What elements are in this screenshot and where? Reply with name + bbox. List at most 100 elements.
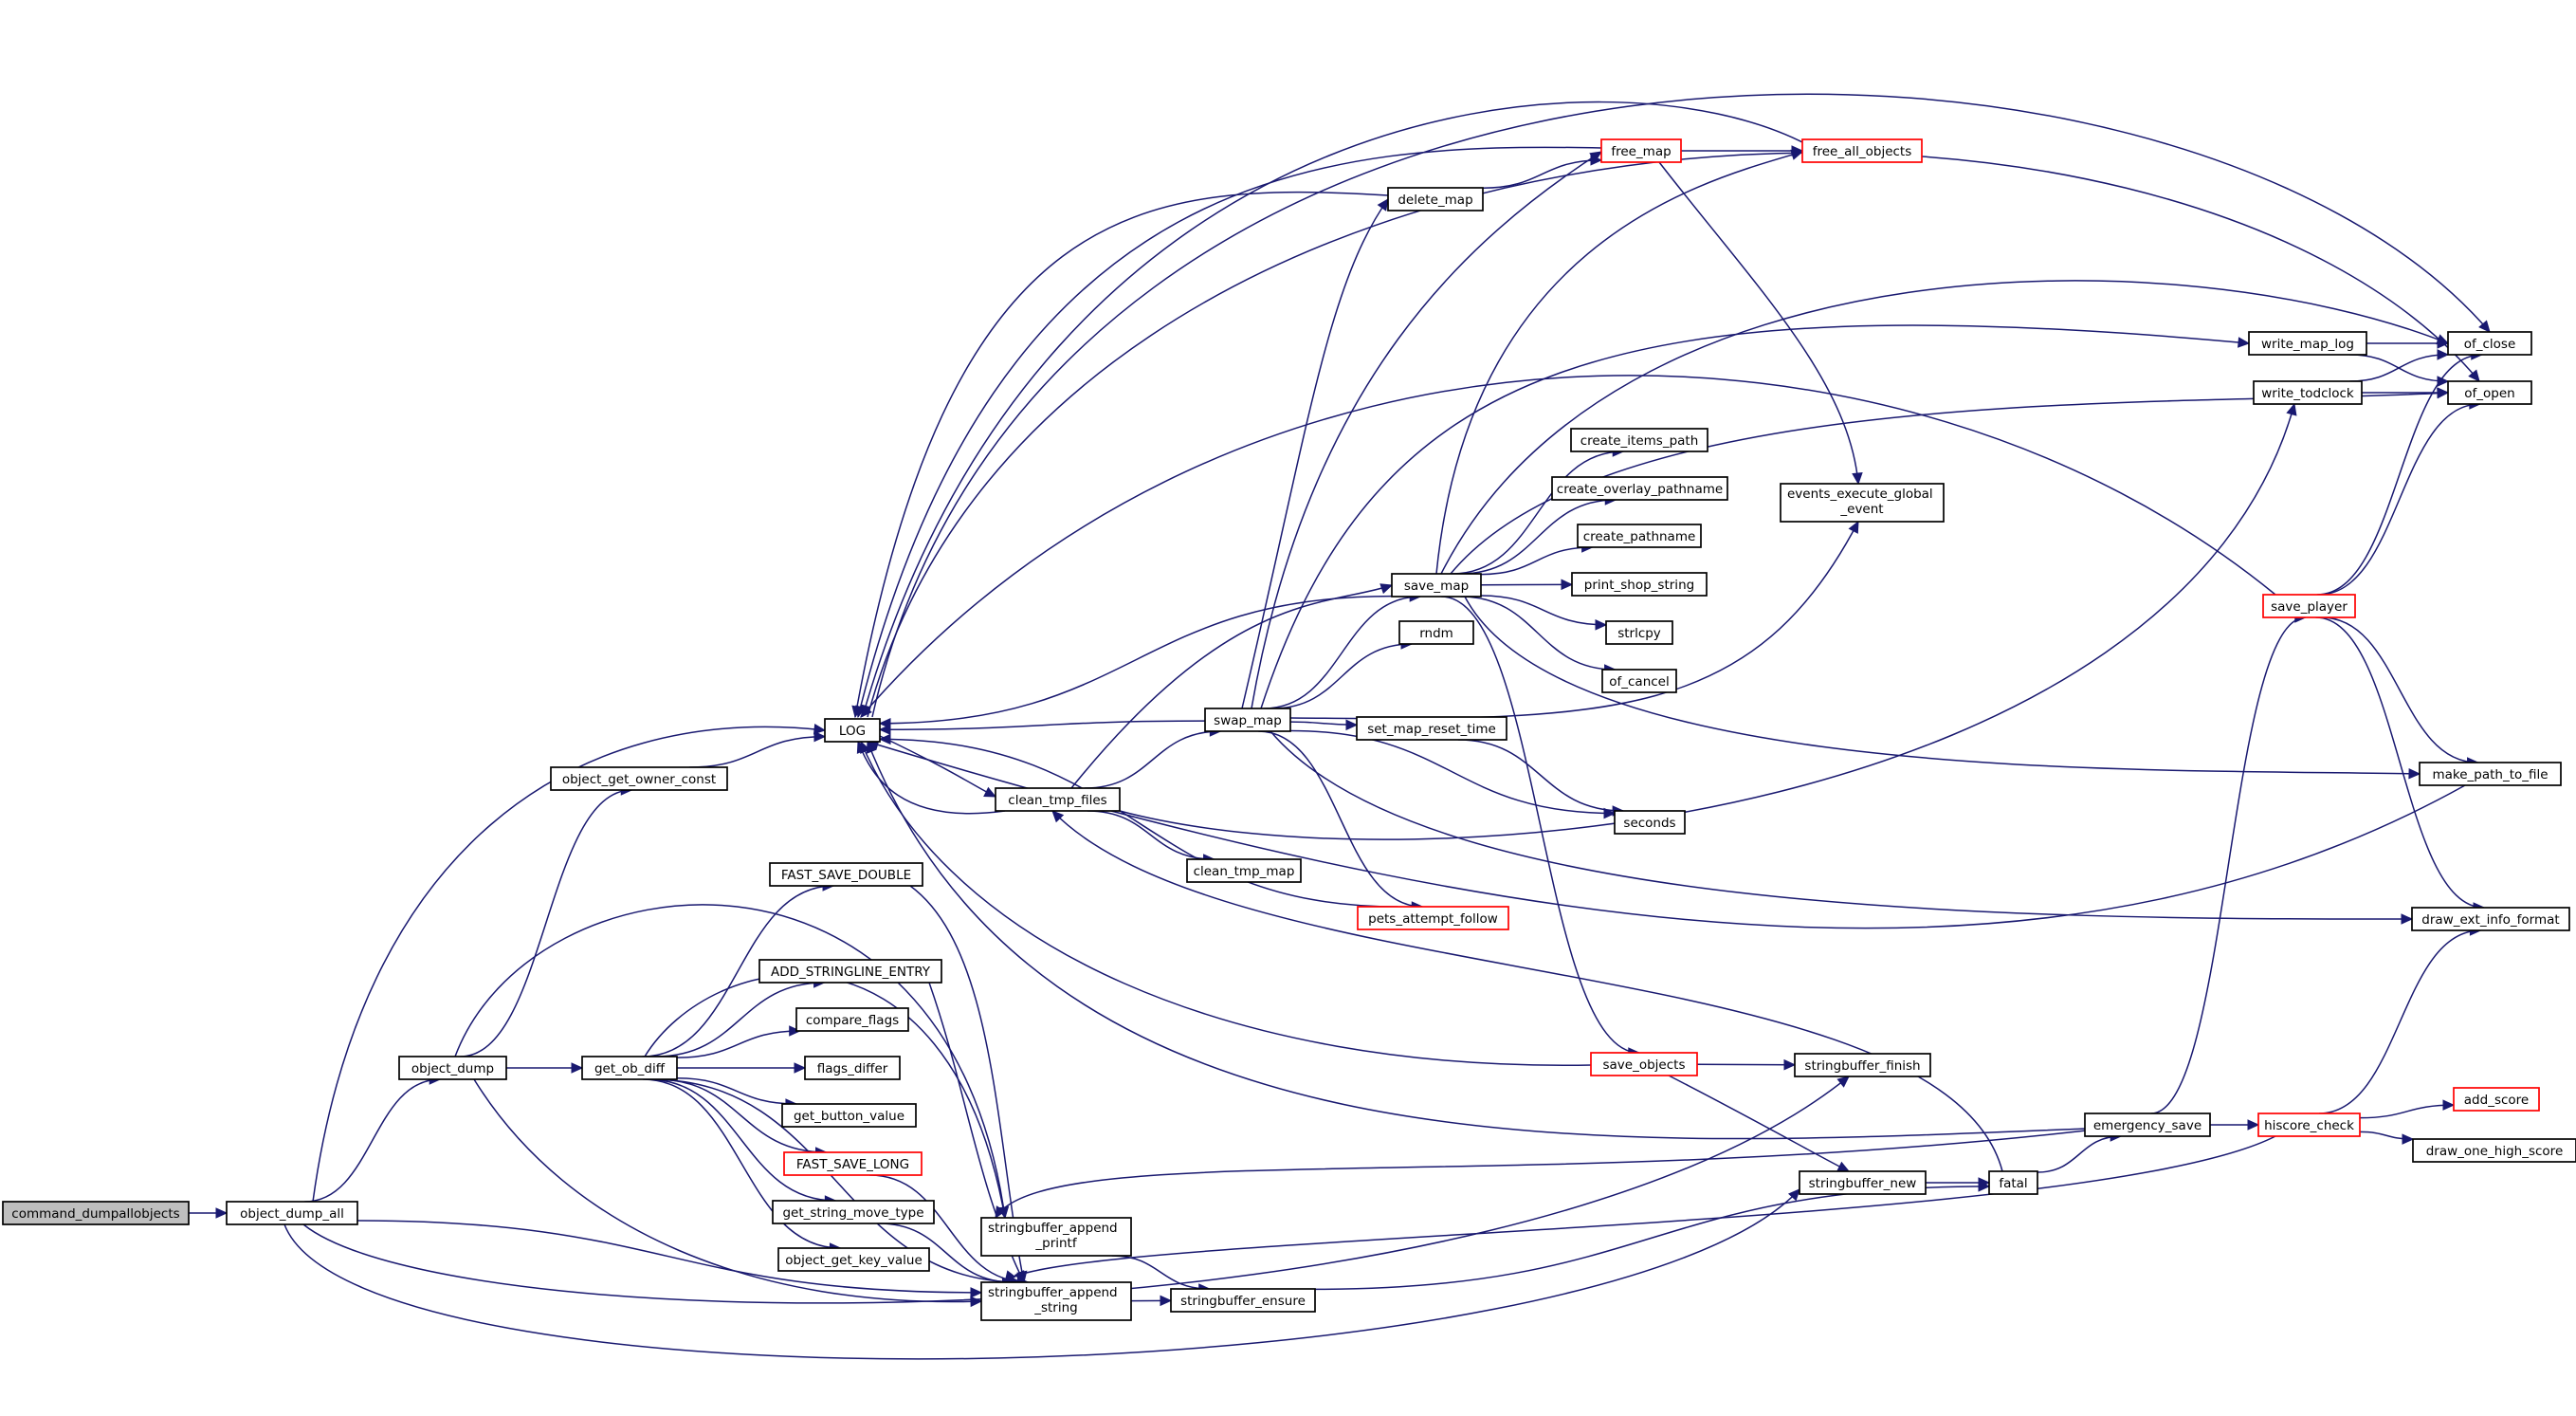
- edge-object-get-owner-const-to-LOG: [688, 730, 827, 768]
- edge-get-ob-diff-to-compare-flags: [676, 1025, 801, 1058]
- node-clean-tmp-files[interactable]: clean_tmp_files: [995, 787, 1121, 812]
- node-FAST-SAVE-DOUBLE[interactable]: FAST_SAVE_DOUBLE: [769, 862, 923, 887]
- edge-arrowhead: [2437, 349, 2450, 360]
- node-object-dump[interactable]: object_dump: [398, 1056, 507, 1080]
- node-clean-tmp-map[interactable]: clean_tmp_map: [1186, 858, 1302, 883]
- node-get-string-move-type[interactable]: get_string_move_type: [772, 1200, 935, 1224]
- node-of-open[interactable]: of_open: [2447, 380, 2532, 405]
- node-create-overlay-pathname[interactable]: create_overlay_pathname: [1551, 476, 1728, 501]
- node-get-ob-diff[interactable]: get_ob_diff: [581, 1056, 678, 1080]
- node-add-score[interactable]: add_score: [2453, 1087, 2540, 1112]
- edge-arrowhead: [983, 786, 997, 798]
- node-events-execute-global-event[interactable]: events_execute_global_event: [1780, 483, 1945, 523]
- node-ADD-STRINGLINE-ENTRY[interactable]: ADD_STRINGLINE_ENTRY: [758, 959, 942, 984]
- node-command-dumpallobjects[interactable]: command_dumpallobjects: [2, 1201, 190, 1225]
- edge-line: [860, 741, 1592, 1067]
- node-stringbuffer-new[interactable]: stringbuffer_new: [1799, 1170, 1927, 1195]
- node-flags-differ[interactable]: flags_differ: [804, 1056, 901, 1080]
- edge-arrowhead: [2408, 767, 2421, 780]
- edge-stringbuffer-new-to-fatal: [1926, 1177, 1991, 1188]
- edge-line: [867, 152, 2480, 718]
- node-fatal[interactable]: fatal: [1988, 1170, 2038, 1195]
- edge-object-dump-all-to-stringbuffer-finish: [302, 1076, 1850, 1304]
- node-label: of_close: [2464, 337, 2516, 352]
- edge-emergency-save-to-LOG: [866, 740, 2087, 1140]
- node-draw-ext-info-format[interactable]: draw_ext_info_format: [2411, 907, 2570, 931]
- node-create-pathname[interactable]: create_pathname: [1577, 524, 1702, 548]
- node-label: draw_ext_info_format: [2421, 912, 2559, 928]
- node-label: of_open: [2464, 386, 2514, 401]
- node-label: create_overlay_pathname: [1557, 482, 1723, 497]
- edge-line: [1289, 521, 1859, 720]
- node-box: [2411, 907, 2570, 931]
- node-free-map[interactable]: free_map: [1600, 138, 1682, 163]
- node-stringbuffer-append-printf[interactable]: stringbuffer_append_printf: [980, 1217, 1132, 1257]
- node-label: create_pathname: [1583, 529, 1696, 544]
- node-box: [1570, 428, 1708, 452]
- edge-free-map-to-free-all-objects: [1681, 145, 1804, 156]
- edge-arrowhead: [2247, 1119, 2260, 1131]
- node-of-close[interactable]: of_close: [2447, 331, 2532, 356]
- node-strlcpy[interactable]: strlcpy: [1605, 620, 1673, 645]
- node-write-map-log[interactable]: write_map_log: [2248, 331, 2367, 356]
- node-box: [1387, 187, 1484, 211]
- node-label: stringbuffer_append: [988, 1221, 1118, 1236]
- node-label: save_player: [2271, 599, 2348, 615]
- node-set-map-reset-time[interactable]: set_map_reset_time: [1356, 716, 1507, 741]
- node-label: pets_attempt_follow: [1368, 911, 1498, 927]
- node-object-get-owner-const[interactable]: object_get_owner_const: [550, 766, 728, 791]
- edge-line: [2318, 403, 2480, 596]
- node-create-items-path[interactable]: create_items_path: [1570, 428, 1708, 452]
- edge-delete-map-to-LOG: [851, 191, 1389, 719]
- edge-save-map-to-free-all-objects: [1435, 149, 1804, 575]
- node-emergency-save[interactable]: emergency_save: [2084, 1113, 2211, 1137]
- node-get-button-value[interactable]: get_button_value: [781, 1103, 917, 1128]
- node-of-cancel[interactable]: of_cancel: [1601, 669, 1677, 693]
- node-save-objects[interactable]: save_objects: [1590, 1052, 1698, 1076]
- edge-line: [676, 1077, 796, 1105]
- node-label: stringbuffer_new: [1809, 1176, 1917, 1191]
- edge-swap-map-to-delete-map: [1241, 198, 1389, 709]
- edge-arrowhead: [1836, 1161, 1851, 1172]
- edge-arrowhead: [1379, 583, 1394, 595]
- edge-get-ob-diff-to-get-button-value: [676, 1077, 798, 1110]
- node-box: [781, 1103, 917, 1128]
- node-label: make_path_to_file: [2432, 767, 2548, 782]
- node-pets-attempt-follow[interactable]: pets_attempt_follow: [1357, 906, 1509, 930]
- edge-save-map-to-print-shop-string: [1480, 579, 1574, 591]
- node-print-shop-string[interactable]: print_shop_string: [1571, 572, 1708, 597]
- node-box: [1794, 1053, 1931, 1077]
- node-write-todclock[interactable]: write_todclock: [2253, 380, 2363, 405]
- node-box: [783, 1151, 923, 1176]
- node-draw-one-high-score[interactable]: draw_one_high_score: [2412, 1138, 2576, 1163]
- edge-line: [862, 101, 1807, 717]
- node-FAST-SAVE-LONG[interactable]: FAST_SAVE_LONG: [783, 1151, 923, 1176]
- node-box: [2262, 594, 2356, 618]
- node-compare-flags[interactable]: compare_flags: [795, 1007, 909, 1032]
- node-stringbuffer-ensure[interactable]: stringbuffer_ensure: [1170, 1288, 1316, 1313]
- node-seconds[interactable]: seconds: [1614, 810, 1686, 835]
- node-box: [581, 1056, 678, 1080]
- edge-line: [1085, 730, 1221, 789]
- node-LOG[interactable]: LOG: [824, 718, 881, 743]
- node-object-dump-all[interactable]: object_dump_all: [226, 1201, 358, 1225]
- node-object-get-key-value[interactable]: object_get_key_value: [777, 1247, 930, 1272]
- node-hiscore-check[interactable]: hiscore_check: [2257, 1113, 2361, 1137]
- node-rndm[interactable]: rndm: [1398, 620, 1474, 645]
- edge-line: [860, 375, 2276, 718]
- node-swap-map[interactable]: swap_map: [1204, 708, 1291, 732]
- node-stringbuffer-append-string[interactable]: stringbuffer_append_string: [980, 1281, 1132, 1321]
- edge-write-map-log-to-of-open: [2349, 354, 2450, 387]
- node-box: [1186, 858, 1302, 883]
- node-box: [772, 1200, 935, 1224]
- node-save-player[interactable]: save_player: [2262, 594, 2356, 618]
- edge-clean-tmp-files-to-swap-map: [1085, 726, 1222, 789]
- edge-line: [1289, 729, 1616, 815]
- node-stringbuffer-finish[interactable]: stringbuffer_finish: [1794, 1053, 1931, 1077]
- node-delete-map[interactable]: delete_map: [1387, 187, 1484, 211]
- node-free-all-objects[interactable]: free_all_objects: [1801, 138, 1923, 163]
- node-save-map[interactable]: save_map: [1391, 573, 1482, 598]
- node-make-path-to-file[interactable]: make_path_to_file: [2419, 762, 2562, 786]
- node-box: [1801, 138, 1923, 163]
- edge-line: [1441, 596, 1639, 1054]
